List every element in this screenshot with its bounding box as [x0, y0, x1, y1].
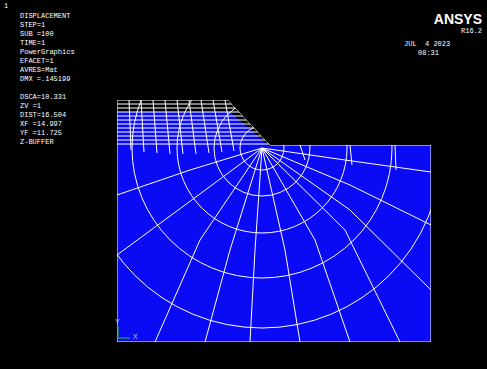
view-info: Z-BUFFER	[20, 138, 54, 146]
time-text: 08:31	[418, 49, 439, 57]
plot-type: DISPLACEMENT	[20, 12, 70, 20]
window-number: 1	[4, 2, 8, 10]
max-displacement: DMX =.145199	[20, 75, 70, 83]
plot-info: AVRES=Mat	[20, 66, 58, 74]
logo-text: ANSYS	[434, 12, 482, 27]
plot-info: SUB =100	[20, 30, 54, 38]
view-info: ZV =1	[20, 102, 41, 110]
date-text: JUL 4 2023	[404, 40, 450, 48]
plot-info: PowerGraphics	[20, 48, 75, 56]
plot-info: STEP=1	[20, 21, 45, 29]
mesh-lines	[82, 0, 442, 342]
soil-body	[117, 112, 431, 342]
plot-info: TIME=1	[20, 39, 45, 47]
view-info: DSCA=10.331	[20, 93, 66, 101]
view-info: YF =11.725	[20, 129, 62, 137]
axis-label: Y	[115, 318, 120, 326]
plot-info: EFACET=1	[20, 57, 54, 65]
view-info: DIST=16.504	[20, 111, 66, 119]
axis-label: X	[133, 333, 138, 341]
axis-triad	[118, 326, 130, 338]
version-text: R16.2	[461, 27, 482, 35]
view-info: XF =14.997	[20, 120, 62, 128]
